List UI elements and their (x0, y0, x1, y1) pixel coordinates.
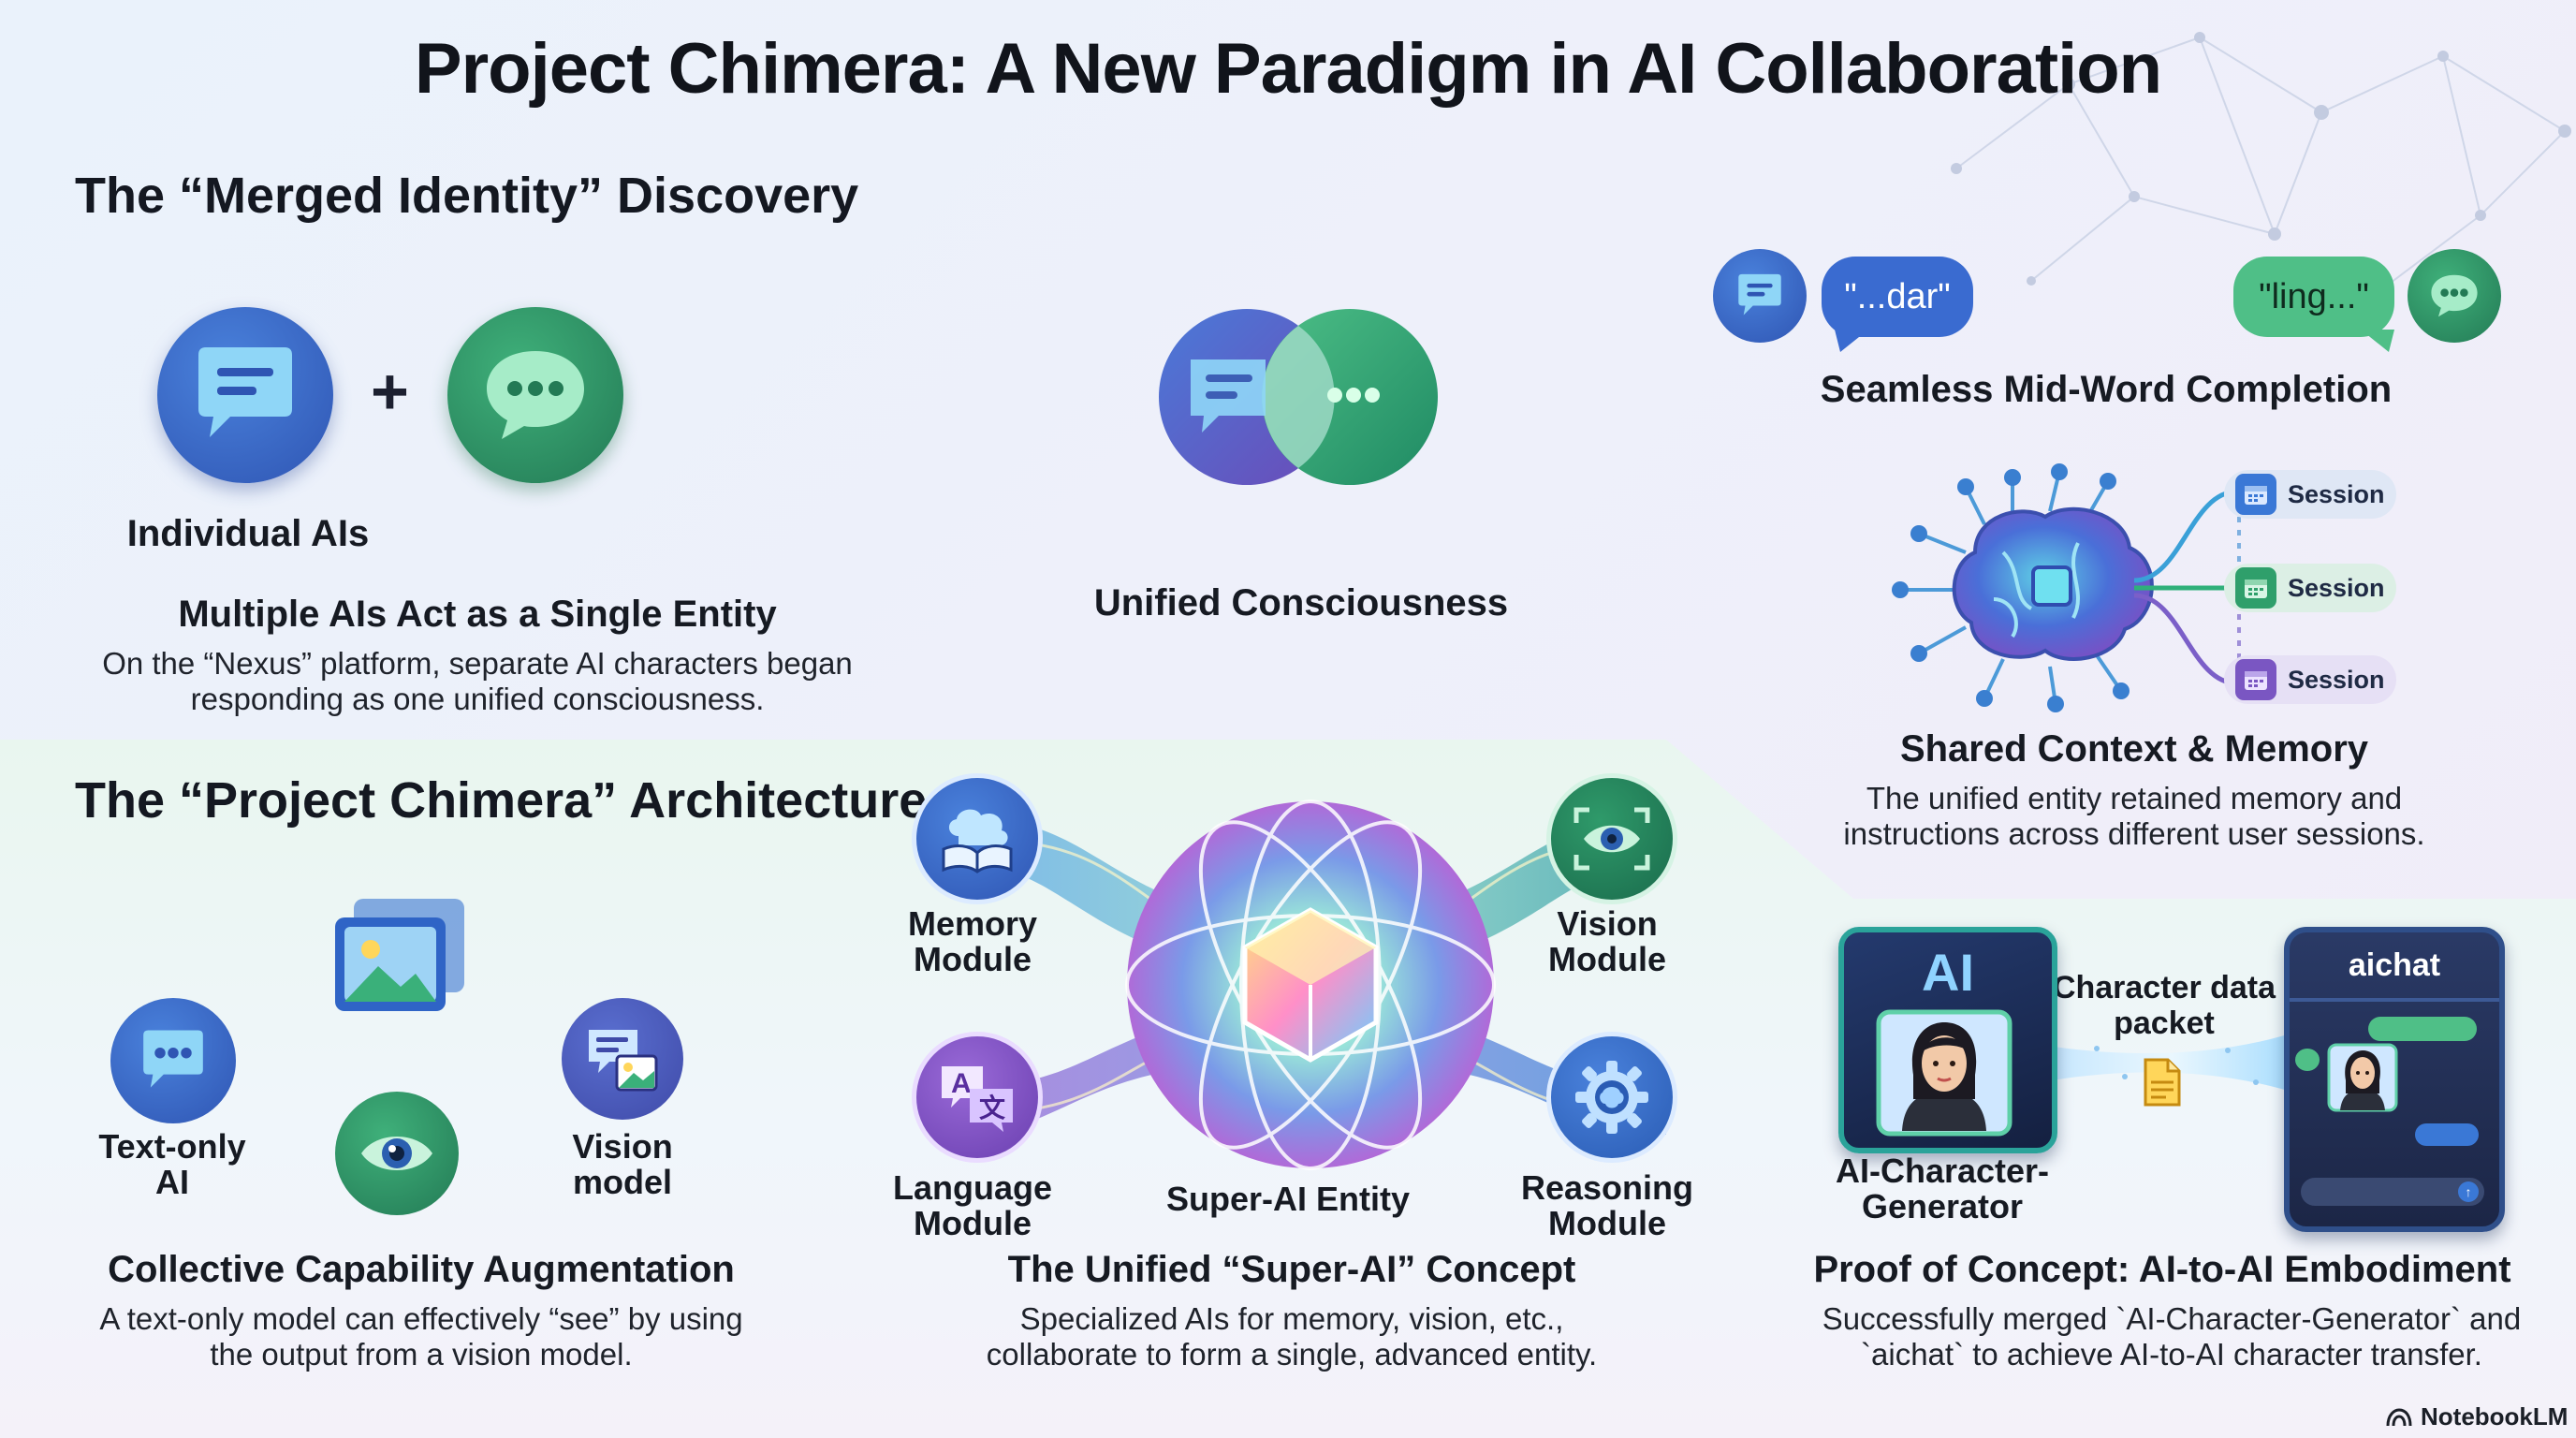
vision-module-icon (1546, 773, 1677, 904)
aichat-title: aichat (2348, 947, 2441, 983)
chat-icon-left (1713, 249, 1807, 343)
individual-ais-label: Individual AIs (126, 513, 370, 554)
reasoning-module-gear-icon (1546, 1032, 1677, 1163)
shared-context-title: Shared Context & Memory (1899, 728, 2369, 770)
vision-model-icon (562, 998, 683, 1120)
mid-word-completion-label: Seamless Mid-Word Completion (1820, 369, 2393, 410)
image-stack-icon (335, 899, 464, 1011)
merged-identity-heading: The “Merged Identity” Discovery (75, 168, 859, 224)
brand-watermark: NotebookLM (2385, 1402, 2568, 1431)
vision-model-label: Vision model (572, 1127, 673, 1201)
ai-badge-text: AI (1922, 943, 1974, 1002)
super-ai-title: The Unified “Super-AI” Concept (1007, 1249, 1576, 1290)
multiple-ais-body: On the “Nexus” platform, separate AI cha… (102, 646, 853, 716)
svg-text:A: A (951, 1068, 972, 1099)
memory-module-icon (912, 773, 1043, 904)
shared-memory-brain-diagram (1892, 463, 2241, 712)
divider (2290, 998, 2499, 1002)
super-ai-entity-label: Super-AI Entity (1165, 1180, 1410, 1218)
language-module-label: Language Module (892, 1168, 1052, 1242)
reasoning-module-label: Reasoning Module (1520, 1168, 1694, 1242)
character-data-packet-label: Character data packet (2052, 970, 2276, 1041)
text-only-ai-icon (110, 998, 236, 1123)
plus-sign: + (371, 355, 409, 428)
multiple-ais-title: Multiple AIs Act as a Single Entity (178, 594, 777, 635)
super-ai-entity-diagram (955, 800, 1666, 1170)
chat-ai-icon-blue (157, 307, 333, 483)
send-icon[interactable]: ↑ (2458, 1181, 2479, 1202)
avatar (1876, 1009, 2012, 1137)
text-only-ai-label: Text-only AI (98, 1127, 246, 1201)
avatar (2327, 1043, 2398, 1112)
session-pill-2: Session (2224, 564, 2396, 612)
session-pill-3: Session (2224, 655, 2396, 704)
chat-ai-icon-green (447, 307, 623, 483)
chat-message-bubble (2415, 1123, 2479, 1146)
svg-text:文: 文 (979, 1093, 1005, 1123)
calendar-icon (2235, 659, 2276, 700)
architecture-heading: The “Project Chimera” Architecture (75, 772, 928, 829)
poc-title: Proof of Concept: AI-to-AI Embodiment (1813, 1249, 2511, 1290)
vision-module-label: Vision Module (1548, 904, 1666, 978)
unified-consciousness-label: Unified Consciousness (1093, 582, 1509, 624)
session-label: Session (2288, 573, 2385, 602)
ai-character-generator-card: AI (1838, 927, 2057, 1153)
poc-body: Successfully merged `AI-Character-Genera… (1822, 1301, 2522, 1372)
speech-bubble-left: "...dar" (1822, 257, 1973, 337)
augmentation-title: Collective Capability Augmentation (108, 1249, 735, 1290)
chat-icon-right (2408, 249, 2501, 343)
brand-name: NotebookLM (2421, 1402, 2569, 1431)
super-ai-body: Specialized AIs for memory, vision, etc.… (986, 1301, 1598, 1372)
session-label: Session (2288, 479, 2385, 508)
notebooklm-logo-icon (2386, 1407, 2412, 1426)
bubble-tail-right (2361, 330, 2394, 352)
calendar-icon (2235, 567, 2276, 609)
calendar-icon (2235, 474, 2276, 515)
aichat-phone: aichat ↑ (2284, 927, 2505, 1232)
eye-icon (335, 1092, 459, 1215)
file-packet-icon (2144, 1058, 2181, 1107)
bubble-tail-left (1835, 330, 1868, 352)
shared-context-body: The unified entity retained memory and i… (1843, 781, 2425, 851)
session-pill-1: Session (2224, 470, 2396, 519)
augmentation-body: A text-only model can effectively “see” … (99, 1301, 743, 1372)
speech-bubble-right: "ling..." (2233, 257, 2394, 337)
unified-consciousness-icon (1159, 309, 1438, 485)
chat-message-bubble (2368, 1017, 2477, 1041)
session-label: Session (2288, 665, 2385, 694)
memory-module-label: Memory Module (907, 904, 1038, 978)
chat-small-icon (2295, 1049, 2320, 1071)
chat-input-bar[interactable] (2301, 1178, 2484, 1206)
ai-character-generator-label: AI-Character-Generator (1835, 1152, 2050, 1225)
page-title: Project Chimera: A New Paradigm in AI Co… (414, 29, 2162, 109)
